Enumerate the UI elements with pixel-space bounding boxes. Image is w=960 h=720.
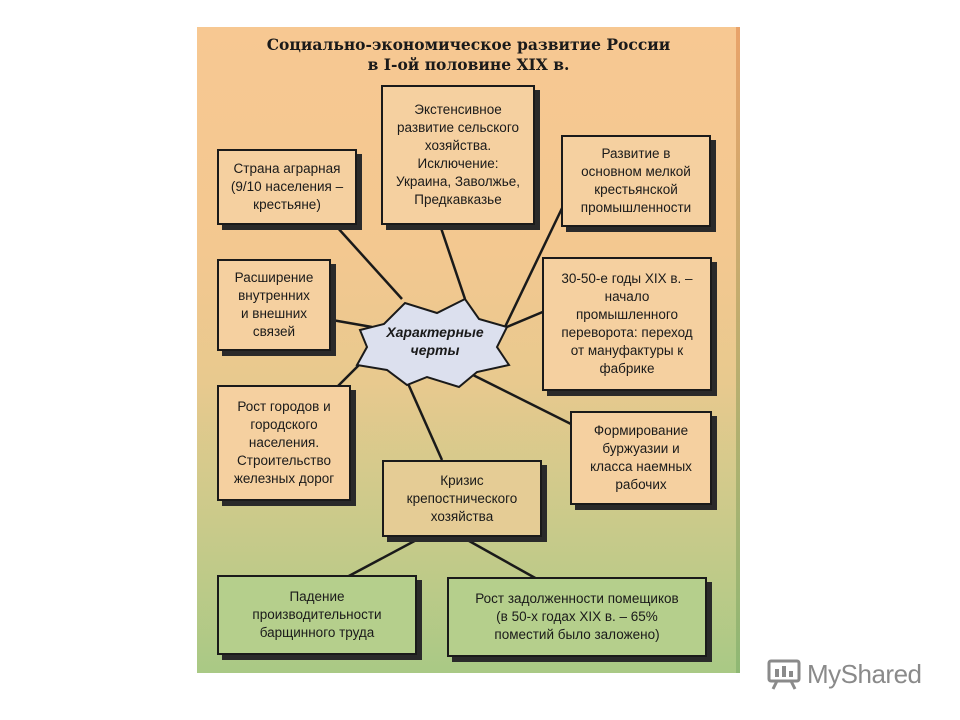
connector-lines	[331, 201, 578, 581]
link-debt	[461, 535, 538, 581]
link-industrial-revolution	[501, 309, 546, 331]
center-burst-shape	[355, 297, 511, 389]
watermark: MyShared	[767, 656, 922, 692]
diagram-panel: Социально-экономическое развитие России …	[197, 27, 740, 673]
box-industrial-revolution: 30-50-е годы XIX в. – начало промышленно…	[542, 257, 712, 391]
box-trade-expansion: Расширение внутренних и внешних связей	[217, 259, 331, 351]
box-agrarian-country: Страна аграрная (9/10 населения – кресть…	[217, 149, 357, 225]
box-city-growth: Рост городов и городского населения. Стр…	[217, 385, 351, 501]
box-landowner-debt: Рост задолженности помещиков (в 50-х год…	[447, 577, 707, 657]
panel-edge	[736, 27, 740, 673]
link-agrarian	[336, 226, 403, 300]
diagram-title: Социально-экономическое развитие России …	[266, 35, 671, 74]
box-extensive-agriculture: Экстенсивное развитие сельского хозяйств…	[381, 85, 535, 225]
box-peasant-industry: Развитие в основном мелкой крестьянской …	[561, 135, 711, 227]
link-trade	[331, 318, 373, 329]
link-peasant-industry	[503, 201, 567, 328]
box-productivity-decline: Падение производительности барщинного тр…	[217, 575, 417, 655]
link-bourgeoisie	[466, 370, 578, 429]
box-serfdom-crisis: Кризис крепостнического хозяйства	[382, 460, 542, 537]
watermark-text: MyShared	[807, 658, 922, 689]
center-label: Характерные черты	[386, 324, 484, 358]
presentation-board-icon	[767, 659, 801, 690]
box-bourgeoisie: Формирование буржуазии и класса наемных …	[570, 411, 712, 505]
link-productivity	[346, 535, 423, 579]
link-extensive	[438, 224, 467, 300]
